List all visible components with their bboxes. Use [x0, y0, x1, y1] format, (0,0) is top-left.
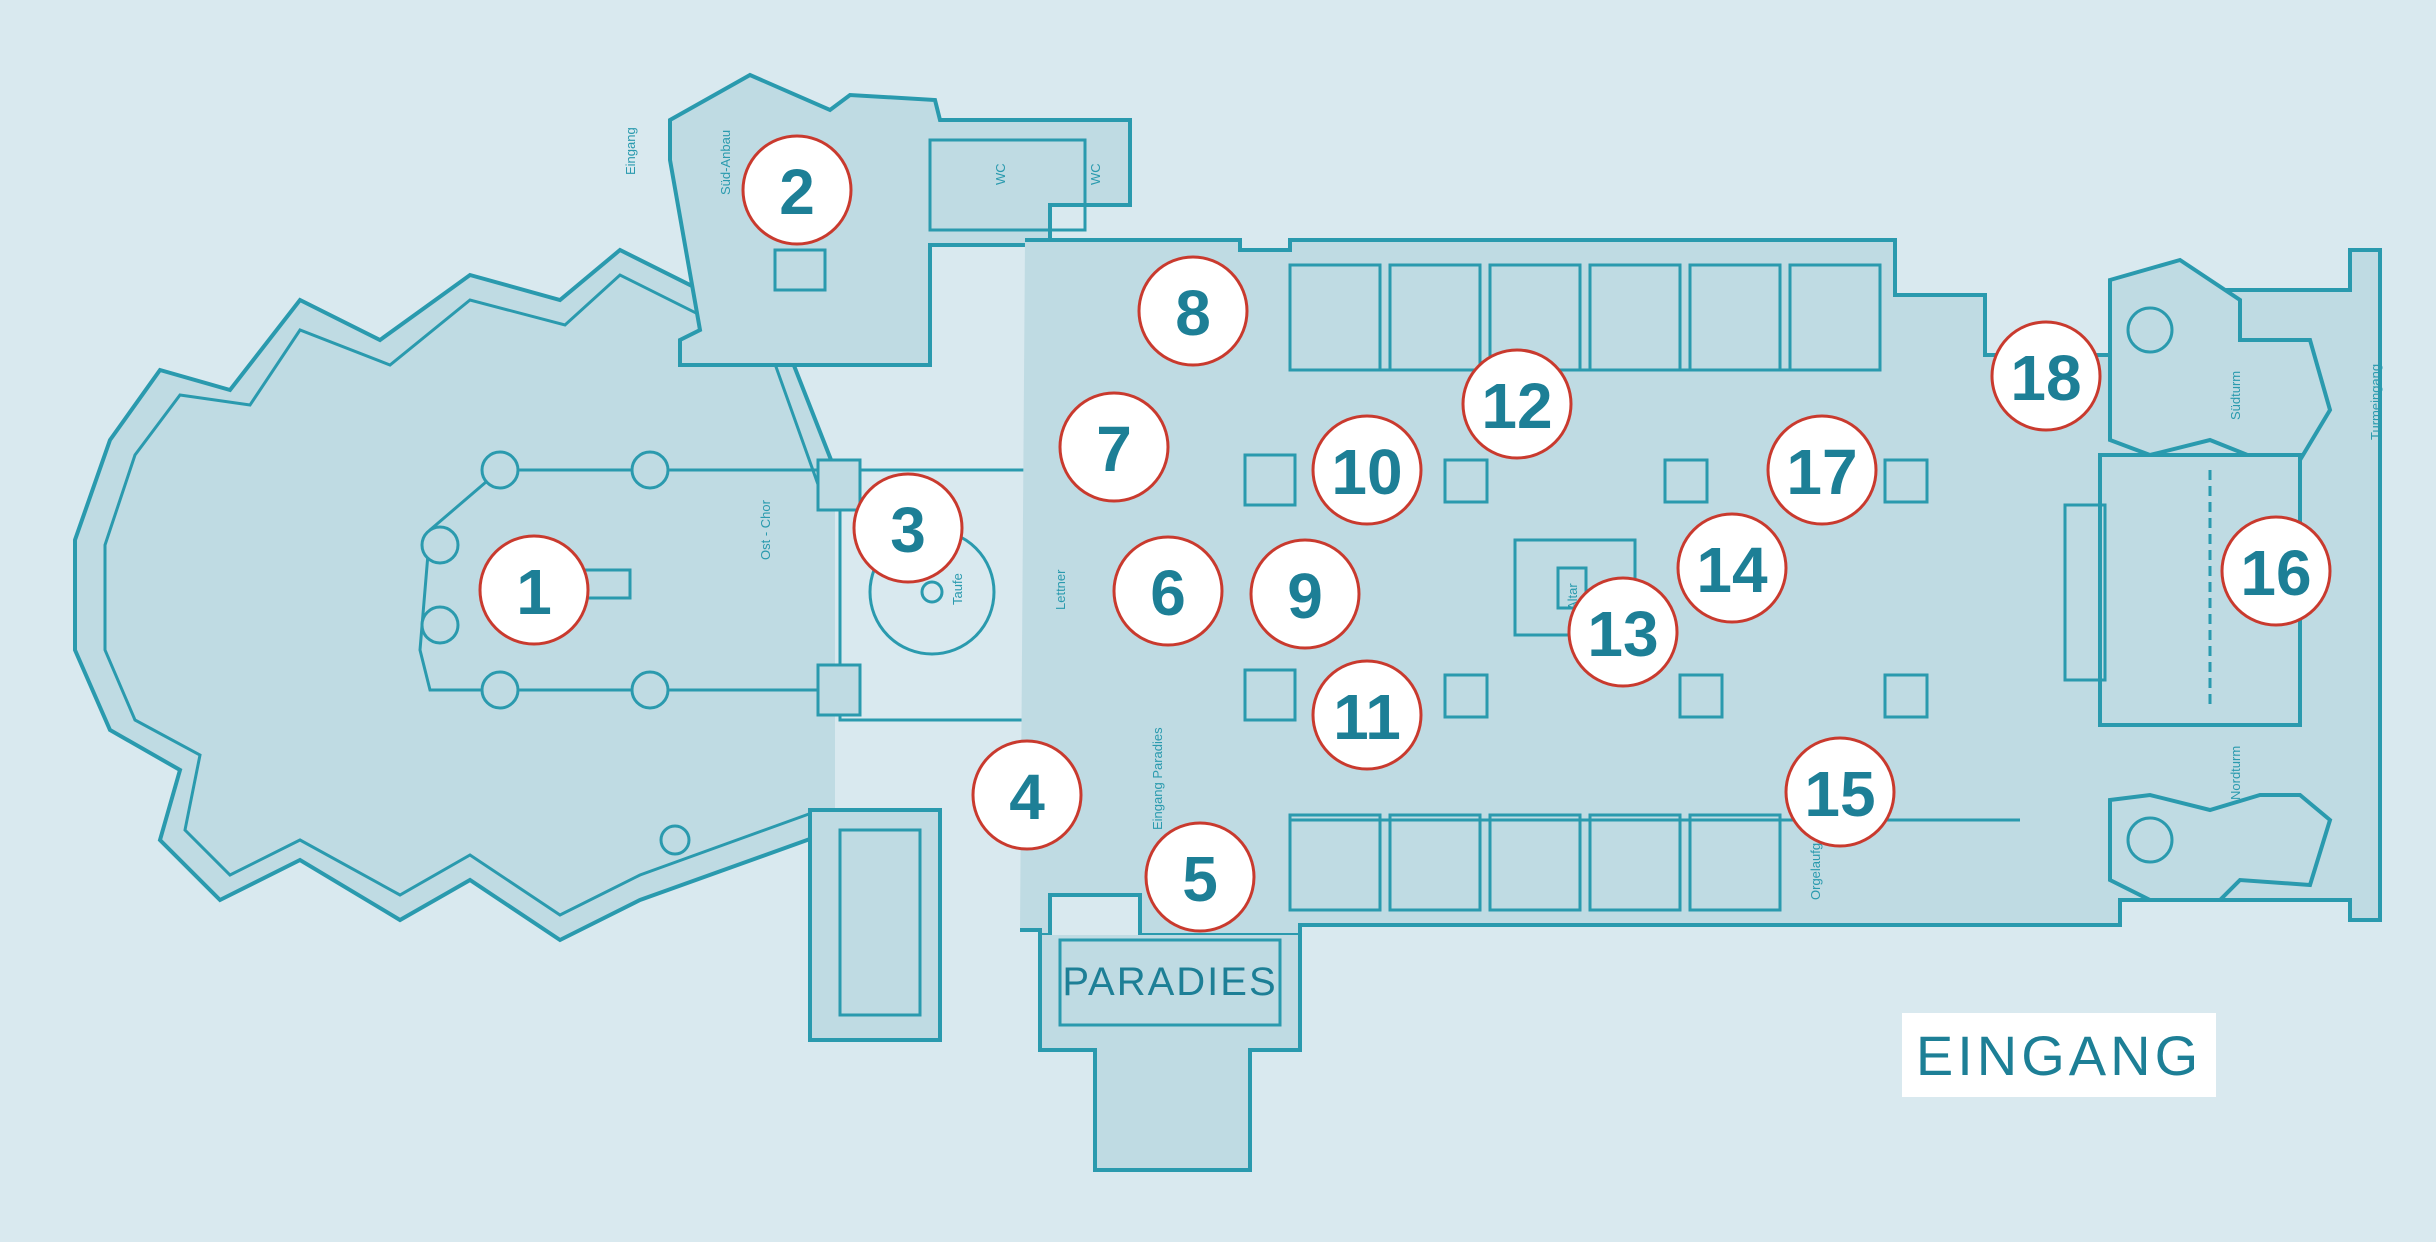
- marker-label: 1: [516, 556, 552, 628]
- nave-pillar: [1243, 668, 1297, 722]
- marker-12[interactable]: 12: [1461, 348, 1573, 460]
- choir-inner-wall: [103, 273, 822, 917]
- eingang-small-label: Eingang: [623, 127, 638, 175]
- eingang-paradies-label: Eingang Paradies: [1150, 727, 1165, 830]
- nave-pillar: [1663, 458, 1709, 504]
- marker-label: 18: [2010, 342, 2081, 414]
- nave-pillar: [1883, 458, 1929, 504]
- eingang-label[interactable]: EINGANG: [1902, 1013, 2216, 1097]
- lettner-label: Lettner: [1053, 569, 1068, 610]
- turmeingang-label: Turmeingang: [2368, 364, 2383, 440]
- nordturm-wall: [2108, 792, 2333, 902]
- marker-3[interactable]: 3: [852, 472, 964, 584]
- marker-label: 8: [1175, 277, 1211, 349]
- west-gallery-inner: [2063, 503, 2107, 682]
- marker-18[interactable]: 18: [1990, 320, 2102, 432]
- tower-spiral-stair: [2126, 306, 2174, 354]
- choir-pillar: [630, 450, 670, 490]
- altar-table: [1556, 566, 1588, 610]
- marker-label: 11: [1333, 681, 1401, 753]
- choir-pillar: [480, 450, 520, 490]
- nave-pillar: [1243, 453, 1297, 507]
- marker-9[interactable]: 9: [1249, 538, 1361, 650]
- taufe-font-inner: [920, 580, 944, 604]
- wc-label: WC: [993, 163, 1008, 185]
- marker-label: 4: [1009, 761, 1045, 833]
- marker-8[interactable]: 8: [1137, 255, 1249, 367]
- wc-block: [928, 138, 1087, 232]
- marker-label: 2: [779, 156, 815, 228]
- sued-anbau-label: Süd-Anbau: [718, 130, 733, 195]
- nave-pillar: [1883, 673, 1929, 719]
- marker-label: 12: [1481, 370, 1552, 442]
- choir-pillar: [630, 670, 670, 710]
- marker-6[interactable]: 6: [1112, 535, 1224, 647]
- crossing-pillar: [816, 458, 862, 512]
- marker-5[interactable]: 5: [1144, 821, 1256, 933]
- nave-pillar: [1443, 673, 1489, 719]
- nave-bay: [1788, 263, 1882, 372]
- marker-14[interactable]: 14: [1676, 512, 1788, 624]
- nave-bay: [1488, 813, 1582, 912]
- orgelaufgang-label: Orgelaufg.: [1808, 839, 1823, 900]
- marker-11[interactable]: 11: [1311, 659, 1423, 771]
- choir-pillar: [420, 525, 460, 565]
- marker-label: 7: [1096, 413, 1132, 485]
- nave-pillar: [1443, 458, 1489, 504]
- marker-label: 3: [890, 494, 926, 566]
- marker-15[interactable]: 15: [1784, 736, 1896, 848]
- marker-13[interactable]: 13: [1567, 576, 1679, 688]
- marker-label: 16: [2240, 537, 2311, 609]
- marker-label: 10: [1331, 436, 1402, 508]
- marker-1[interactable]: 1: [478, 534, 590, 646]
- taufe-label: Taufe: [950, 573, 965, 605]
- marker-16[interactable]: 16: [2220, 515, 2332, 627]
- wc-label: WC: [1088, 163, 1103, 185]
- ost-chor-label: Ost - Chor: [758, 499, 773, 560]
- marker-label: 6: [1150, 557, 1186, 629]
- marker-label: 17: [1786, 436, 1857, 508]
- choir-pillar: [420, 605, 460, 645]
- choir-outer-wall: [73, 247, 837, 943]
- crossing-pillar: [816, 663, 862, 717]
- nave-bay: [1688, 813, 1782, 912]
- spiral-stair: [659, 824, 691, 856]
- south-chapel-inner: [838, 828, 922, 1017]
- marker-label: 14: [1696, 534, 1768, 606]
- marker-10[interactable]: 10: [1311, 414, 1423, 526]
- marker-label: 5: [1182, 843, 1218, 915]
- nave-bay: [1588, 263, 1682, 372]
- nave-bay: [1588, 813, 1682, 912]
- marker-label: 9: [1287, 560, 1323, 632]
- suedturm-wall: [2108, 257, 2333, 462]
- tower-spiral-stair: [2126, 816, 2174, 864]
- south-chapel: [808, 808, 942, 1042]
- marker-17[interactable]: 17: [1766, 414, 1878, 526]
- nave-pillar: [1678, 673, 1724, 719]
- marker-label: 13: [1587, 598, 1658, 670]
- nave-bay: [1388, 263, 1482, 372]
- marker-4[interactable]: 4: [971, 739, 1083, 851]
- choir-pillar: [480, 670, 520, 710]
- paradies-label: PARADIES: [1062, 960, 1278, 1004]
- nave-bay: [1288, 813, 1382, 912]
- nave-bay: [1688, 263, 1782, 372]
- nordturm-label: Nordturm: [2228, 746, 2243, 800]
- paradies-porch-wall: [1038, 935, 1302, 1172]
- suedturm-label: Südturm: [2228, 371, 2243, 420]
- marker-label: 15: [1804, 758, 1875, 830]
- nave-bay: [1388, 813, 1482, 912]
- marker-2[interactable]: 2: [741, 134, 853, 246]
- staircase: [773, 248, 827, 292]
- nave-bay: [1288, 263, 1382, 372]
- marker-7[interactable]: 7: [1058, 391, 1170, 503]
- paradies-room: [1058, 938, 1282, 1027]
